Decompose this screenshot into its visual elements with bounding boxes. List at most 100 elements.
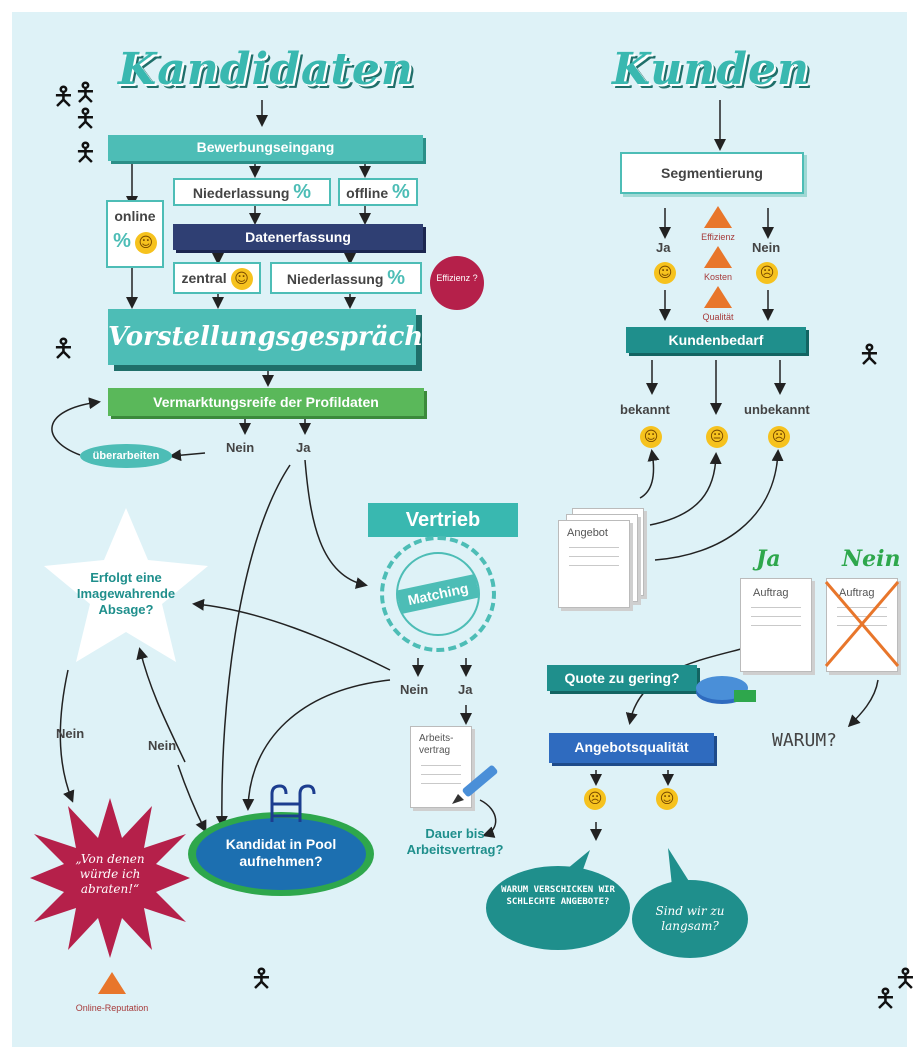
nein-script-label: Nein [842, 546, 901, 572]
bubble1-text: WARUM VERSCHICKEN WIR SCHLECHTE ANGEBOTE… [501, 885, 615, 907]
cross-icon [824, 581, 900, 667]
offline-box: offline % [338, 178, 418, 206]
dauer-label: Dauer bis Arbeitsvertrag? [406, 826, 504, 857]
nein2-label: Nein [400, 682, 429, 697]
smiley-icon: ☺ [134, 232, 157, 254]
ja-script-label: Ja [756, 546, 781, 572]
star-shape [44, 508, 208, 662]
title-kunden: Kunden [612, 44, 811, 95]
bubble2-text: Sind wir zu langsam? [655, 904, 725, 933]
arrow [304, 459, 368, 589]
smiley-icon: ☺ [230, 268, 253, 290]
angebotsqualitaet-box: Angebotsqualität [549, 733, 714, 763]
percent-icon: % [387, 267, 406, 289]
nein-mid-label: Nein [148, 738, 177, 753]
bubble1-shape [486, 866, 630, 950]
arrow [59, 669, 75, 803]
person-icon: 🯅 [74, 138, 97, 168]
arrow [136, 647, 186, 763]
qualitaet-label: Qualität [702, 312, 734, 322]
niederlassung-label: Niederlassung [192, 185, 290, 201]
person-icon: 🯅 [74, 78, 97, 108]
ja2-label: Ja [458, 682, 473, 697]
percent-icon: % [113, 230, 131, 252]
arrow [639, 449, 660, 499]
pen-icon [452, 765, 498, 804]
arrow [847, 679, 879, 728]
auftrag-nein-label: Auftrag [839, 587, 875, 599]
arrow [215, 464, 291, 828]
person-icon: 🯅 [250, 964, 273, 994]
vertrieb-ribbon: Vertrieb [368, 503, 518, 537]
burst-text: „Von denen würde ich abraten!“ [75, 852, 145, 896]
segmentierung-box: Segmentierung [620, 152, 804, 194]
angebot-document-icon: Angebot [558, 520, 630, 608]
smiley-icon: ☺ [640, 426, 662, 448]
arrow [654, 449, 784, 561]
kosten-label: Kosten [703, 272, 733, 282]
bubble2-shape [632, 880, 748, 958]
pie-chart-icon [696, 676, 756, 704]
warum-label: WARUM? [772, 730, 838, 751]
bewerbungseingang-box: Bewerbungseingang [108, 135, 423, 161]
kundenbedarf-box: Kundenbedarf [626, 327, 806, 353]
ja-label: Ja [296, 440, 311, 455]
pool-text: Kandidat in Pool aufnehmen? [196, 818, 366, 890]
angebot-label: Angebot [567, 527, 608, 539]
arrow [51, 397, 101, 456]
nein-right-label: Nein [752, 240, 781, 255]
arbeitsvertrag-label: Arbeits-vertrag [419, 733, 454, 756]
warning-icon [704, 246, 732, 268]
person-icon: 🯅 [894, 964, 913, 994]
warning-icon [704, 206, 732, 228]
sad-smiley-icon: ☹ [768, 426, 790, 448]
nein-label: Nein [226, 440, 255, 455]
online-label: online [114, 208, 156, 224]
warning-icon [98, 972, 126, 994]
arrow [169, 449, 206, 462]
burst-shape [30, 798, 190, 958]
vermarktungsreife-box: Vermarktungsreife der Profildaten [108, 388, 424, 416]
quote-box: Quote zu gering? [547, 665, 697, 691]
pool-ladder-icon [270, 784, 316, 822]
zentral-label: zentral [181, 270, 227, 286]
ja-right-label: Ja [656, 240, 671, 255]
auftrag-ja-document-icon: Auftrag [740, 578, 812, 672]
niederlassung2-label: Niederlassung [286, 271, 384, 287]
offline-label: offline [346, 185, 389, 201]
arrow [192, 598, 391, 671]
person-icon: 🯅 [52, 334, 75, 364]
person-icon: 🯅 [74, 104, 97, 134]
online-box: online % ☺ [106, 200, 164, 268]
star-text: Erfolgt eine Imagewahrende Absage? [76, 570, 176, 617]
arbeitsvertrag-document-icon: Arbeits-vertrag [410, 726, 472, 808]
smiley-icon: ☺ [654, 262, 676, 284]
bubble1-tail [556, 850, 590, 878]
zentral-box: zentral ☺ [173, 262, 261, 294]
bubble2-tail [668, 848, 692, 886]
vorstellungsgespraech-box: Vorstellungsgespräch [108, 309, 423, 365]
arrow [479, 799, 497, 838]
person-icon: 🯅 [52, 82, 75, 112]
auftrag-ja-label: Auftrag [753, 587, 789, 599]
warning-icon [704, 286, 732, 308]
niederlassung-box: Niederlassung % [173, 178, 331, 206]
ueberarbeiten-button: überarbeiten [80, 444, 172, 468]
person-icon: 🯅 [858, 340, 881, 370]
sad-smiley-icon: ☹ [756, 262, 778, 284]
percent-icon: % [293, 181, 312, 203]
person-icon: 🯅 [874, 984, 897, 1014]
title-kandidaten: Kandidaten [118, 44, 414, 95]
effizienz-badge: Effizienz ? [430, 256, 484, 310]
effizienz-label: Effizienz [701, 232, 735, 242]
arrow [649, 452, 722, 526]
arrow [242, 679, 391, 811]
matching-seal [380, 536, 496, 652]
bekannt-label: bekannt [620, 402, 670, 417]
nein-left-label: Nein [56, 726, 85, 741]
unbekannt-label: unbekannt [744, 402, 810, 417]
niederlassung2-box: Niederlassung % [270, 262, 422, 294]
datenerfassung-box: Datenerfassung [173, 224, 423, 250]
percent-icon: % [392, 181, 410, 203]
